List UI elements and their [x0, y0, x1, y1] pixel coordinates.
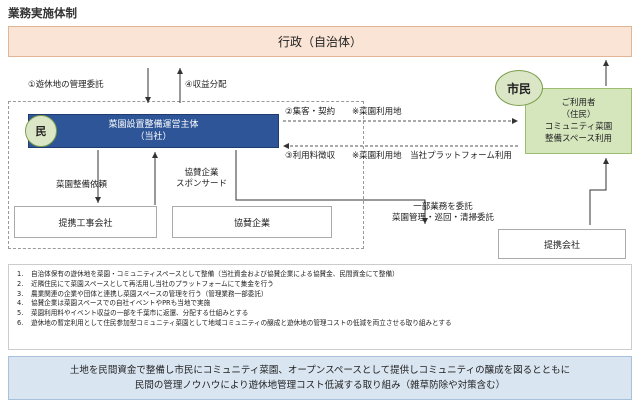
box-teikei-kaisha: 提携会社	[498, 229, 626, 259]
minkan-badge: 民	[25, 115, 57, 147]
list-item: 3.農業関連の企業や団体と連携し菜園スペースの管理を行う（管理業務一部委託）	[17, 289, 268, 298]
label-ichibu-line2: 菜園管理・巡回・清掃委託	[392, 213, 495, 223]
list-item: 5.菜園利用料やイベント収益の一部を千葉市に返還、分配する仕組みとする	[17, 309, 249, 318]
arrow-ichibu-itaku	[235, 150, 428, 224]
label-shukyaku: ②集客・契約	[285, 107, 336, 117]
label-kanri-itaku: ①遊休地の管理委託	[28, 80, 104, 90]
label-riyouryou: ③利用料徴収	[285, 151, 336, 161]
user-box: ご利用者 （住民） コミュニティ菜園 整備スペース利用	[525, 88, 632, 154]
label-kyosan-line1: 協賛企業	[184, 168, 219, 178]
list-item: 6.遊休地の暫定利用として住民参加型コミュニティ菜園として地域コミュニティの醸成…	[17, 318, 452, 327]
list-item: 1.自治体保有の遊休地を菜園・コミュニティスペースとして整備（当社資金および協賛…	[17, 270, 399, 278]
label-platform: ※菜園利用地 当社プラットフォーム利用	[352, 151, 512, 161]
box-kyosan-kigyo: 協賛企業	[172, 206, 332, 238]
page-title: 業務実施体制	[8, 6, 77, 20]
label-seibi-irai: 菜園整備依頼	[56, 180, 108, 190]
item-list: 1.自治体保有の遊休地を菜園・コミュニティスペースとして整備（当社資金および協賛…	[8, 264, 632, 350]
user-line1: ご利用者	[561, 98, 596, 108]
label-kaen-riyouchi: ※菜園利用地	[352, 107, 402, 117]
label-kyosan: 協賛企業 スポンサード	[176, 168, 227, 190]
label-kyosan-line2: スポンサード	[176, 179, 228, 189]
user-line2: （住民）	[561, 110, 596, 120]
list-item: 2.近隣住民にて菜園スペースとして再活用し当社のプラットフォームにて集金を行う	[17, 279, 274, 288]
label-ichibu-itaku: 一部業務を委託 菜園管理・巡回・清掃委託	[392, 202, 494, 224]
shimin-badge: 市民	[495, 70, 543, 106]
minkan-line2: （当社）	[135, 132, 172, 142]
summary-line2: 民間の管理ノウハウにより遊休地管理コスト低減する取り組み（雑草防除や対策含む）	[134, 380, 506, 391]
summary-box: 土地を民間資金で整備し市民にコミュニティ菜園、オープンスペースとして提供しコミュ…	[8, 356, 632, 400]
list-item: 4.協賛企業は菜園スペースでの自社イベントやPRも当地で実施	[17, 299, 211, 308]
user-line3: コミュニティ菜園	[544, 122, 613, 132]
label-shueki-bunpai: ④収益分配	[185, 80, 227, 90]
gyosei-box: 行政（自治体）	[8, 26, 632, 57]
arrow-teikei-to-user	[589, 158, 609, 225]
box-teikei-koji: 提携工事会社	[14, 206, 157, 238]
minkan-bar: 菜園設置整備運営主体 （当社）	[28, 114, 279, 148]
user-line4: 整備スペース利用	[545, 134, 612, 144]
label-ichibu-line1: 一部業務を委託	[413, 202, 473, 212]
summary-line1: 土地を民間資金で整備し市民にコミュニティ菜園、オープンスペースとして提供しコミュ…	[69, 365, 571, 376]
minkan-area	[8, 101, 364, 249]
minkan-line1: 菜園設置整備運営主体	[108, 120, 199, 130]
